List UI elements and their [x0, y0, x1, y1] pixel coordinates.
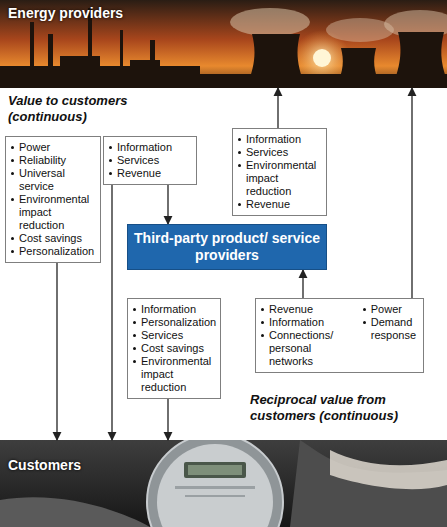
value-list-box: RevenueInformationConnections/ personal … [255, 298, 424, 373]
section-label: Reciprocal value from customers (continu… [250, 392, 430, 424]
bullet-item: Services [132, 329, 216, 342]
list-column: RevenueInformationConnections/ personal … [260, 303, 356, 368]
bullet-item: Information [108, 141, 192, 154]
bullet-item: Environmental impact reduction [237, 159, 322, 198]
bullet-item: Revenue [108, 167, 192, 180]
bullet-item: Information [260, 316, 356, 329]
bullet-item: Demand response [362, 316, 419, 342]
flow-arrow [411, 88, 412, 298]
value-list-box: InformationPersonalizationServicesCost s… [127, 298, 221, 399]
bullet-item: Power [362, 303, 419, 316]
band-title: Energy providers [8, 5, 123, 22]
bullet-item: Cost savings [132, 342, 216, 355]
value-list-box: PowerReliabilityUniversal serviceEnviron… [5, 136, 101, 263]
flow-arrow [277, 88, 278, 128]
bullet-item: Environmental impact reduction [10, 193, 96, 232]
flow-arrow [111, 185, 112, 440]
bullet-item: Personalization [132, 316, 216, 329]
flow-arrow [302, 270, 303, 298]
bullet-item: Revenue [237, 198, 322, 211]
flow-arrow [56, 263, 57, 440]
section-label: Value to customers (continuous) [8, 93, 158, 125]
photo-band: Energy providers [0, 0, 447, 88]
bullet-item: Connections/ personal networks [260, 329, 356, 368]
photo-band: Customers [0, 440, 447, 527]
band-title: Customers [8, 457, 81, 474]
value-list-box: InformationServicesEnvironmental impact … [232, 128, 327, 216]
bullet-item: Information [237, 133, 322, 146]
bullet-item: Cost savings [10, 232, 96, 245]
bullet-item: Environmental impact reduction [132, 355, 216, 394]
flow-arrow [167, 399, 168, 440]
bullet-item: Power [10, 141, 96, 154]
bullet-item: Information [132, 303, 216, 316]
bullet-item: Universal service [10, 167, 96, 193]
bullet-item: Services [108, 154, 192, 167]
hub-box: Third-party product/ service providers [127, 224, 327, 270]
flow-arrow [167, 185, 168, 224]
value-list-box: InformationServicesRevenue [103, 136, 197, 185]
hub-title: Third-party product/ service providers [134, 230, 320, 264]
bullet-item: Reliability [10, 154, 96, 167]
meter-illustration [0, 440, 447, 527]
bullet-item: Revenue [260, 303, 356, 316]
bullet-item: Personalization [10, 245, 96, 258]
bullet-item: Services [237, 146, 322, 159]
list-column: PowerDemand response [362, 303, 419, 368]
